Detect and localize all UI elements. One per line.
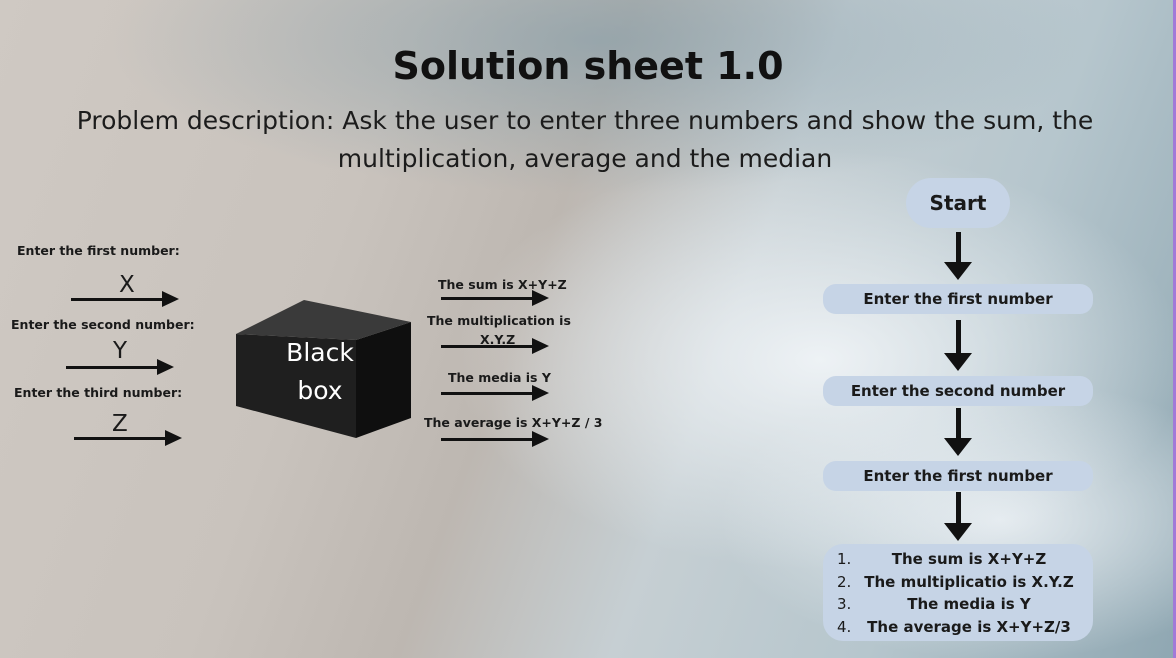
flow-step-3: Enter the first number	[823, 461, 1093, 491]
output-arrow-sum	[441, 290, 549, 306]
flow-arrow-2	[944, 320, 972, 371]
page-title: Solution sheet 1.0	[392, 44, 784, 88]
result-item: 3. The media is Y	[837, 593, 1079, 616]
flow-result-box: 1. The sum is X+Y+Z 2. The multiplicatio i…	[823, 544, 1093, 641]
output-sum: The sum is X+Y+Z	[438, 277, 567, 292]
output-mult-line2: X.Y.Z	[480, 332, 516, 347]
output-arrow-media	[441, 385, 549, 401]
result-text: The multiplicatio is X.Y.Z	[864, 572, 1074, 591]
input-arrow-y	[66, 359, 174, 375]
result-item: 1. The sum is X+Y+Z	[837, 548, 1079, 571]
input-label-second: Enter the second number:	[11, 317, 195, 332]
input-var-z: Z	[112, 411, 128, 437]
flow-arrow-1	[944, 232, 972, 280]
input-arrow-z	[74, 430, 182, 446]
output-media: The media is Y	[448, 370, 551, 385]
result-number: 4.	[837, 617, 852, 636]
black-box-icon	[236, 300, 411, 438]
output-mult-line1: The multiplication is	[427, 313, 571, 328]
result-item: 2. The multiplicatio is X.Y.Z	[837, 571, 1079, 594]
black-box-label-line1: Black	[286, 338, 354, 367]
output-arrow-average	[441, 431, 549, 447]
flow-arrow-3	[944, 408, 972, 456]
result-item: 4. The average is X+Y+Z/3	[837, 616, 1079, 639]
result-list: 1. The sum is X+Y+Z 2. The multiplicatio i…	[823, 544, 1093, 638]
output-arrow-mult	[441, 338, 549, 354]
output-average: The average is X+Y+Z / 3	[424, 415, 603, 430]
black-box-label: Black box	[270, 334, 370, 410]
input-var-x: X	[119, 272, 135, 298]
input-var-y: Y	[113, 338, 128, 364]
black-box-label-line2: box	[297, 376, 343, 405]
result-number: 1.	[837, 550, 852, 568]
flow-step-1: Enter the first number	[823, 284, 1093, 314]
input-arrow-x	[71, 291, 179, 307]
result-number: 2.	[837, 572, 852, 591]
flow-step-2: Enter the second number	[823, 376, 1093, 406]
flow-start: Start	[906, 178, 1010, 228]
flow-arrow-4	[944, 492, 972, 541]
input-label-first: Enter the first number:	[17, 243, 180, 258]
result-text: The average is X+Y+Z/3	[867, 617, 1071, 636]
problem-description: Problem description: Ask the user to ent…	[76, 106, 1094, 173]
result-text: The sum is X+Y+Z	[891, 550, 1047, 568]
slide-edge	[1173, 0, 1176, 658]
result-text: The media is Y	[907, 595, 1031, 613]
input-label-third: Enter the third number:	[14, 385, 183, 400]
result-number: 3.	[837, 595, 852, 613]
